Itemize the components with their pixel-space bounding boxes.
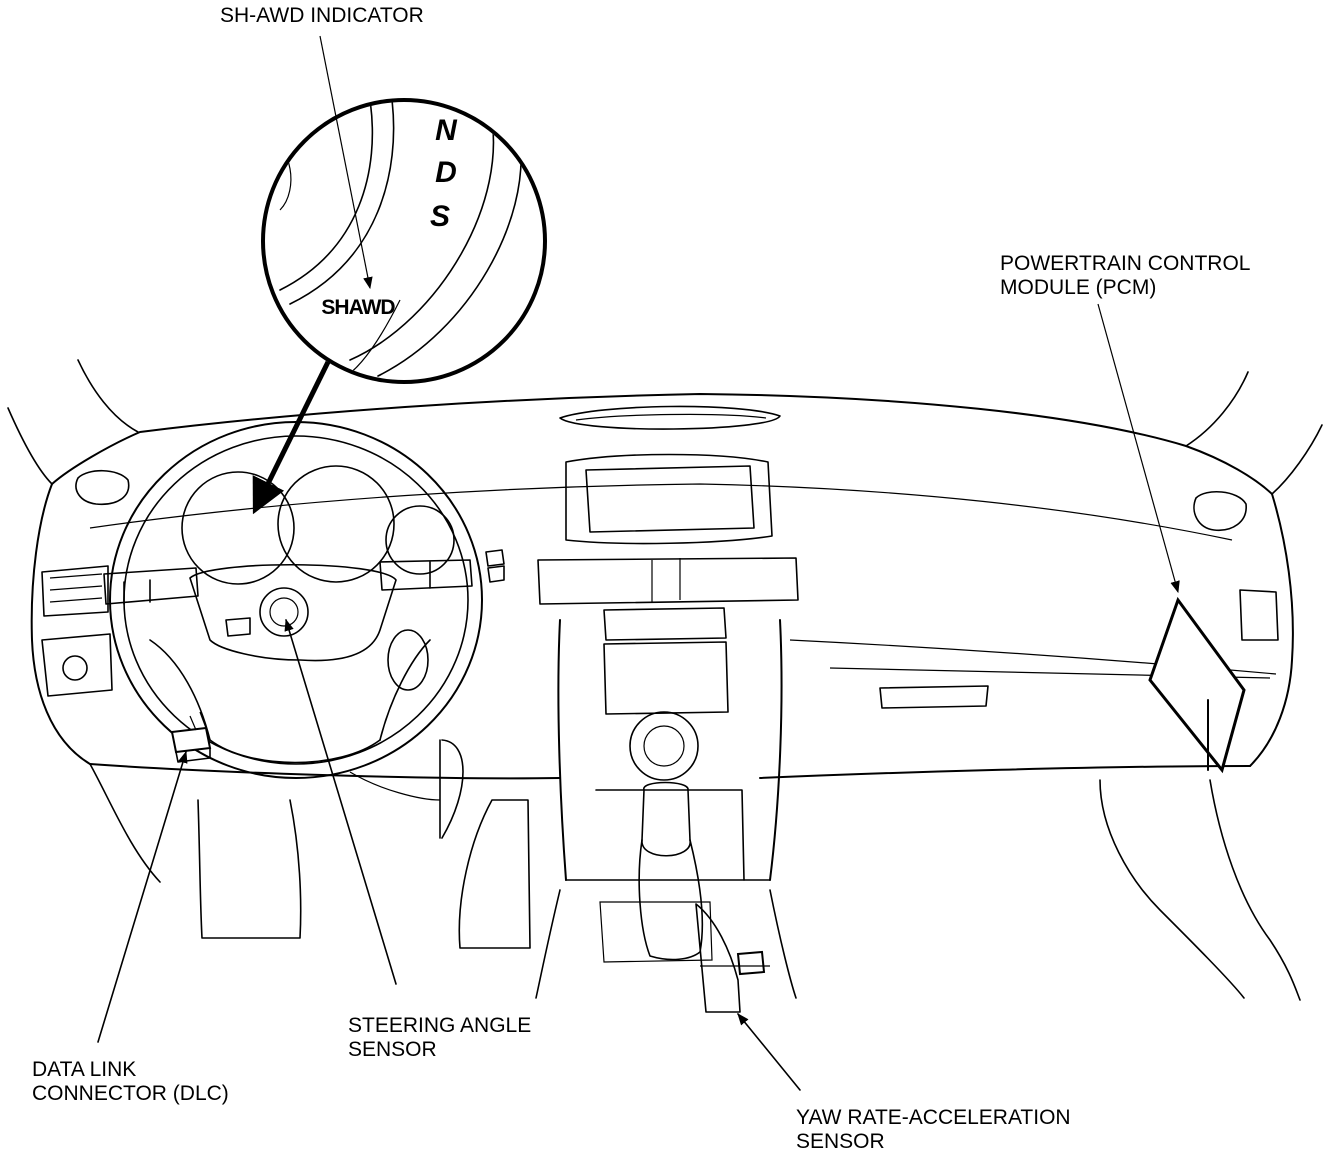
leader-yaw-rate <box>737 1013 801 1091</box>
label-pcm-line1: POWERTRAIN CONTROL <box>1000 252 1250 275</box>
label-steering-angle-line1: STEERING ANGLE <box>348 1014 531 1037</box>
gear-letter-s: S <box>430 200 450 233</box>
leader-lines <box>97 35 1180 1091</box>
label-pcm-line2: MODULE (PCM) <box>1000 276 1156 299</box>
gear-letter-n: N <box>435 114 458 147</box>
label-sh-awd-indicator: SH-AWD INDICATOR <box>220 4 424 27</box>
leader-sh-awd <box>319 35 373 290</box>
inset-pointer-arrow <box>252 360 331 515</box>
label-dlc-line1: DATA LINK <box>32 1058 136 1081</box>
label-yaw-rate-line1: YAW RATE-ACCELERATION <box>796 1106 1071 1129</box>
data-link-connector <box>170 711 212 763</box>
label-yaw-rate-line2: SENSOR <box>796 1130 885 1153</box>
leader-pcm <box>1097 303 1180 594</box>
label-dlc-line2: CONNECTOR (DLC) <box>32 1082 229 1105</box>
leader-dlc <box>97 750 188 1043</box>
dashboard-body <box>7 359 1323 1001</box>
steering-wheel <box>103 421 505 779</box>
shawd-indicator-text: SHAWD <box>321 296 395 319</box>
pcm-box <box>1148 596 1246 774</box>
leader-steering-angle <box>284 618 397 985</box>
gear-letter-d: D <box>435 156 457 189</box>
indicator-inset: N D S SHAWD <box>261 98 547 384</box>
yaw-rate-sensor <box>695 903 770 1013</box>
label-steering-angle-line2: SENSOR <box>348 1038 437 1061</box>
